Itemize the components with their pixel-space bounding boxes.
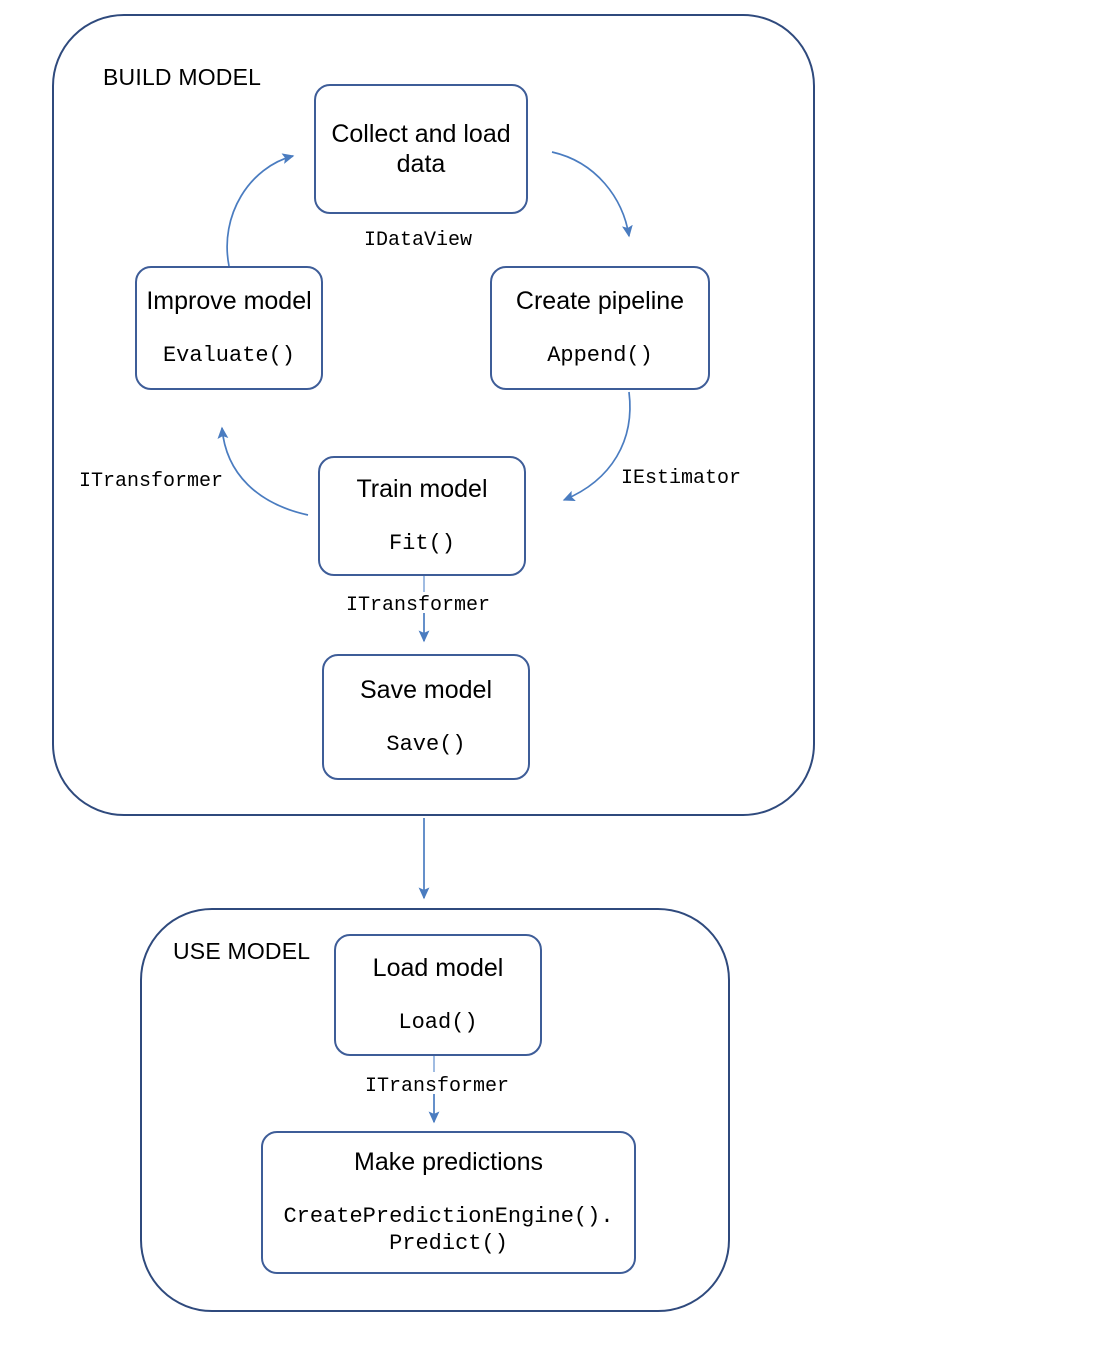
node-create-pipeline-title: Create pipeline [515,287,685,316]
node-load-model-api: Load() [398,1009,478,1035]
node-improve-model-api: Evaluate() [162,342,296,368]
node-load-model[interactable]: Load model Load() [334,934,542,1056]
node-train-model-title: Train model [356,475,488,504]
edge-label-iestimator: IEstimator [621,467,742,490]
node-make-predictions-api: CreatePredictionEngine(). Predict() [283,1203,614,1256]
group-use-model-label: USE MODEL [173,938,311,964]
group-build-model [52,14,815,816]
node-create-pipeline[interactable]: Create pipeline Append() [490,266,710,390]
node-improve-model[interactable]: Improve model Evaluate() [135,266,323,390]
edge-label-itransformer-use: ITransformer [365,1075,510,1098]
edge-label-itransformer-improve: ITransformer [79,470,224,493]
node-create-pipeline-api: Append() [547,342,653,368]
node-make-predictions-title: Make predictions [354,1148,543,1177]
node-collect-and-load-data-title: Collect and load data [331,119,511,179]
node-make-predictions[interactable]: Make predictions CreatePredictionEngine(… [261,1131,636,1274]
edge-label-idataview: IDataView [364,229,473,252]
node-save-model-title: Save model [359,676,493,705]
node-save-model[interactable]: Save model Save() [322,654,530,780]
group-use-model [140,908,730,1312]
node-improve-model-title: Improve model [146,287,312,316]
node-load-model-title: Load model [372,954,504,983]
node-train-model[interactable]: Train model Fit() [318,456,526,576]
edge-label-itransformer-save: ITransformer [346,594,491,617]
group-build-model-label: BUILD MODEL [103,64,262,90]
node-train-model-api: Fit() [388,530,455,556]
node-collect-and-load-data[interactable]: Collect and load data [314,84,528,214]
node-save-model-api: Save() [386,731,466,757]
